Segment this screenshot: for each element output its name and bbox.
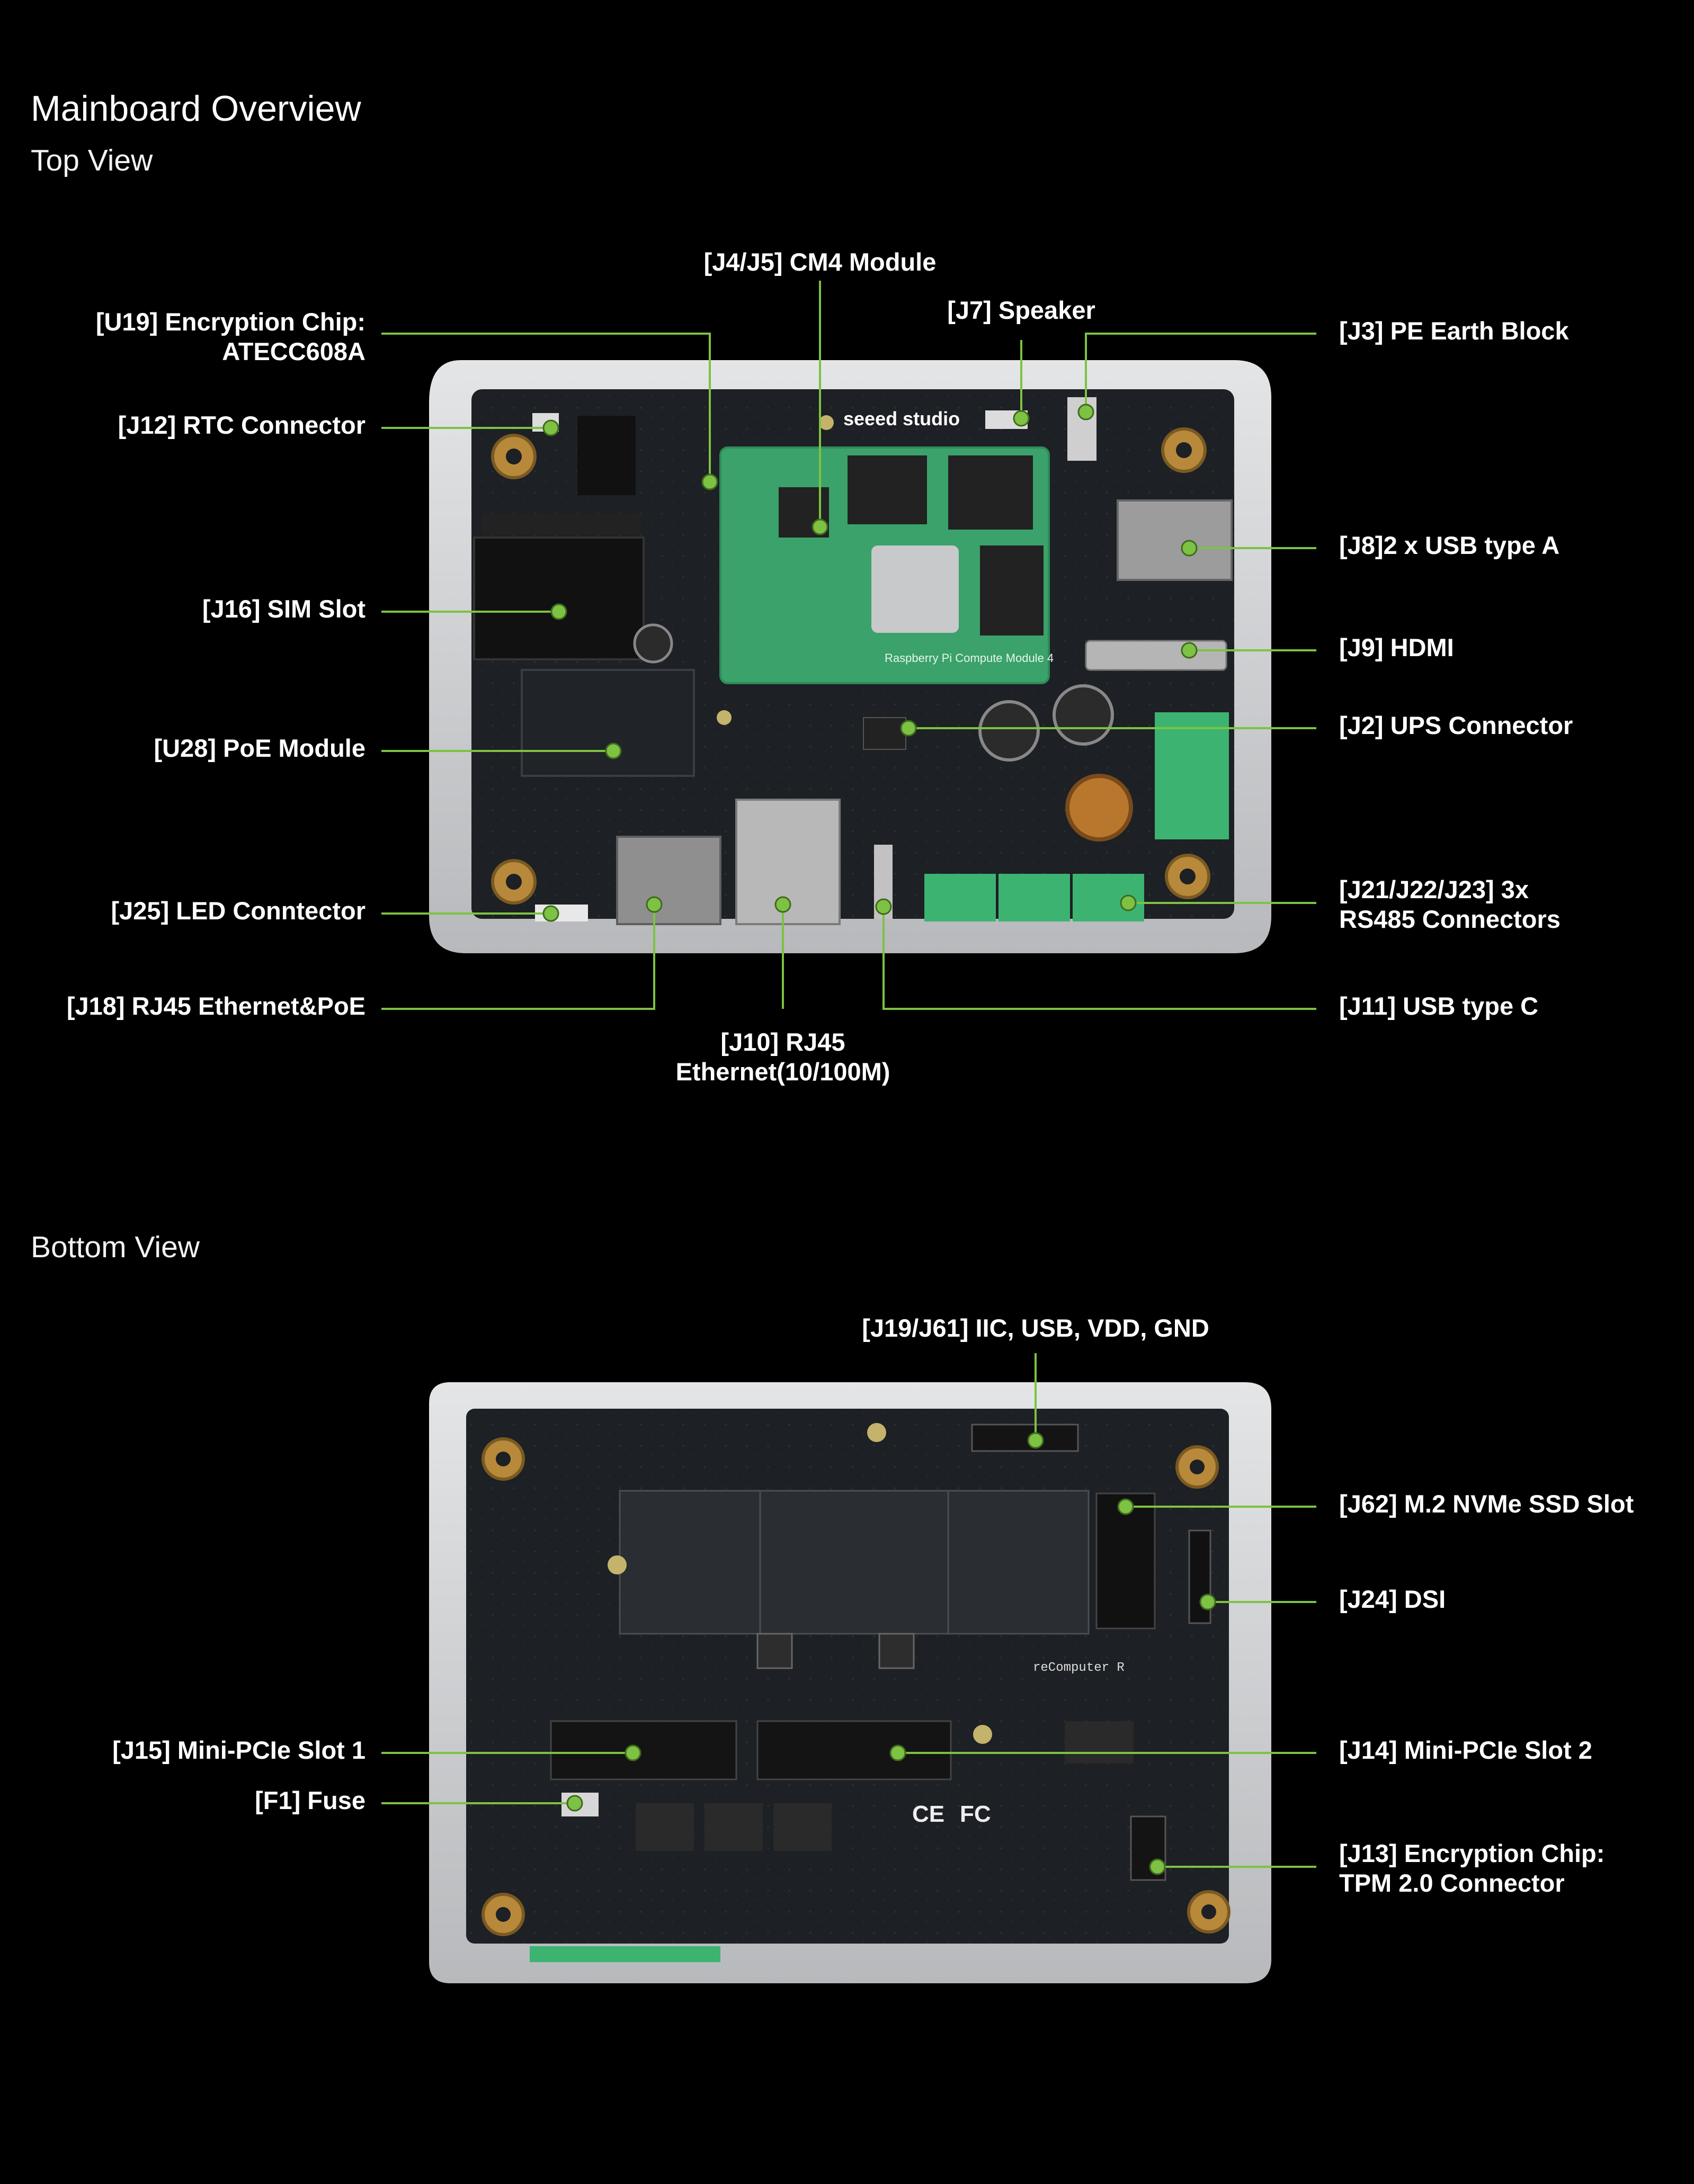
m2-slot [1095,1492,1156,1630]
label-j13-tpm-connector: [J13] Encryption Chip: TPM 2.0 Connector [1339,1839,1605,1897]
iic-header [971,1424,1079,1452]
mini-pcie-slot-1 [550,1720,737,1780]
capacitor-1 [978,700,1040,762]
page-title: Mainboard Overview [31,88,361,129]
bottom-leader-lines [381,1353,1316,1868]
label-j8-usb-type-a: [J8]2 x USB type A [1339,531,1560,559]
capacitor-2 [1053,684,1114,746]
label-j2-ups-connector: [J2] UPS Connector [1339,711,1573,739]
label-j15-mini-pcie-1: [J15] Mini-PCIe Slot 1 [112,1736,365,1764]
rs485-terminal-1 [924,874,996,921]
ce-mark: CE [912,1801,944,1827]
top-leader-lines [381,281,1316,1010]
poe-module [521,669,695,777]
label-j7-speaker: [J7] Speaker [947,296,1095,324]
label-j3-pe-earth-block: [J3] PE Earth Block [1339,317,1569,345]
recomputer-silk: reComputer R [1033,1661,1125,1675]
top-view-board: Raspberry Pi Compute Module 4 seeed stud… [429,360,1271,953]
label-j24-dsi: [J24] DSI [1339,1585,1446,1613]
label-j21-rs485-connectors: [J21/J22/J23] 3x RS485 Connectors [1339,875,1561,933]
sim-slot [473,536,645,660]
label-j25-led-connector: [J25] LED Conntector [111,897,366,925]
fc-mark: FC [960,1801,991,1827]
cm4-silk: Raspberry Pi Compute Module 4 [885,651,1054,665]
bottom-view-board: reComputer R CE FC [429,1382,1271,1983]
line-j18 [381,905,655,1010]
label-j9-hdmi: [J9] HDMI [1339,633,1454,661]
bottom-pcb [466,1409,1229,1944]
seeed-logo: seeed studio [843,408,960,429]
label-j14-mini-pcie-2: [J14] Mini-PCIe Slot 2 [1339,1736,1592,1764]
label-f1-fuse: [F1] Fuse [255,1786,365,1814]
rs485-terminal-2 [998,874,1070,921]
bottom-leader-dots [566,1432,1216,1875]
line-j11 [882,907,1316,1010]
power-terminal [1155,712,1229,839]
label-j10-rj45: [J10] RJ45 Ethernet(10/100M) [675,1028,890,1086]
label-u28-poe-module: [U28] PoE Module [154,734,365,762]
top-leader-dots [542,404,1198,922]
line-j3 [1085,333,1316,412]
label-j18-rj45-poe: [J18] RJ45 Ethernet&PoE [66,992,365,1020]
line-u19 [381,333,711,482]
cm4-soc [871,545,959,633]
label-j62-m2-ssd-slot: [J62] M.2 NVMe SSD Slot [1339,1490,1634,1518]
usb-a-ports [1117,499,1233,581]
hdmi-port [1085,640,1227,671]
top-view-heading: Top View [31,144,153,177]
inductor [1065,774,1133,842]
mini-pcie-slot-2 [756,1720,952,1780]
label-u19-encryption-chip: [U19] Encryption Chip: ATECC608A [95,308,365,365]
label-j19-j61-header: [J19/J61] IIC, USB, VDD, GND [862,1314,1209,1342]
bottom-view-heading: Bottom View [31,1230,200,1264]
label-j4j5-cm4-module: [J4/J5] CM4 Module [703,248,937,276]
label-j16-sim-slot: [J16] SIM Slot [202,595,365,623]
rj45-poe-port [616,836,721,925]
label-j11-usb-type-c: [J11] USB type C [1339,992,1539,1020]
label-j12-rtc-connector: [J12] RTC Connector [118,411,365,439]
ssd-area [619,1490,1090,1635]
